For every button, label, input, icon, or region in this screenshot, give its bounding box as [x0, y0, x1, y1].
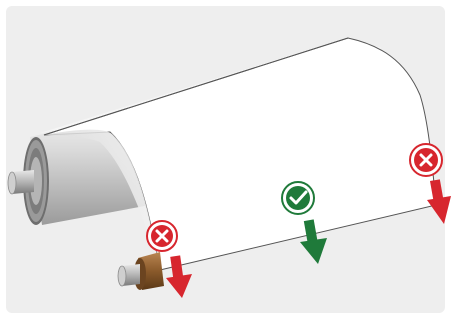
front-shaft: [118, 264, 140, 286]
left-shaft: [8, 170, 34, 194]
